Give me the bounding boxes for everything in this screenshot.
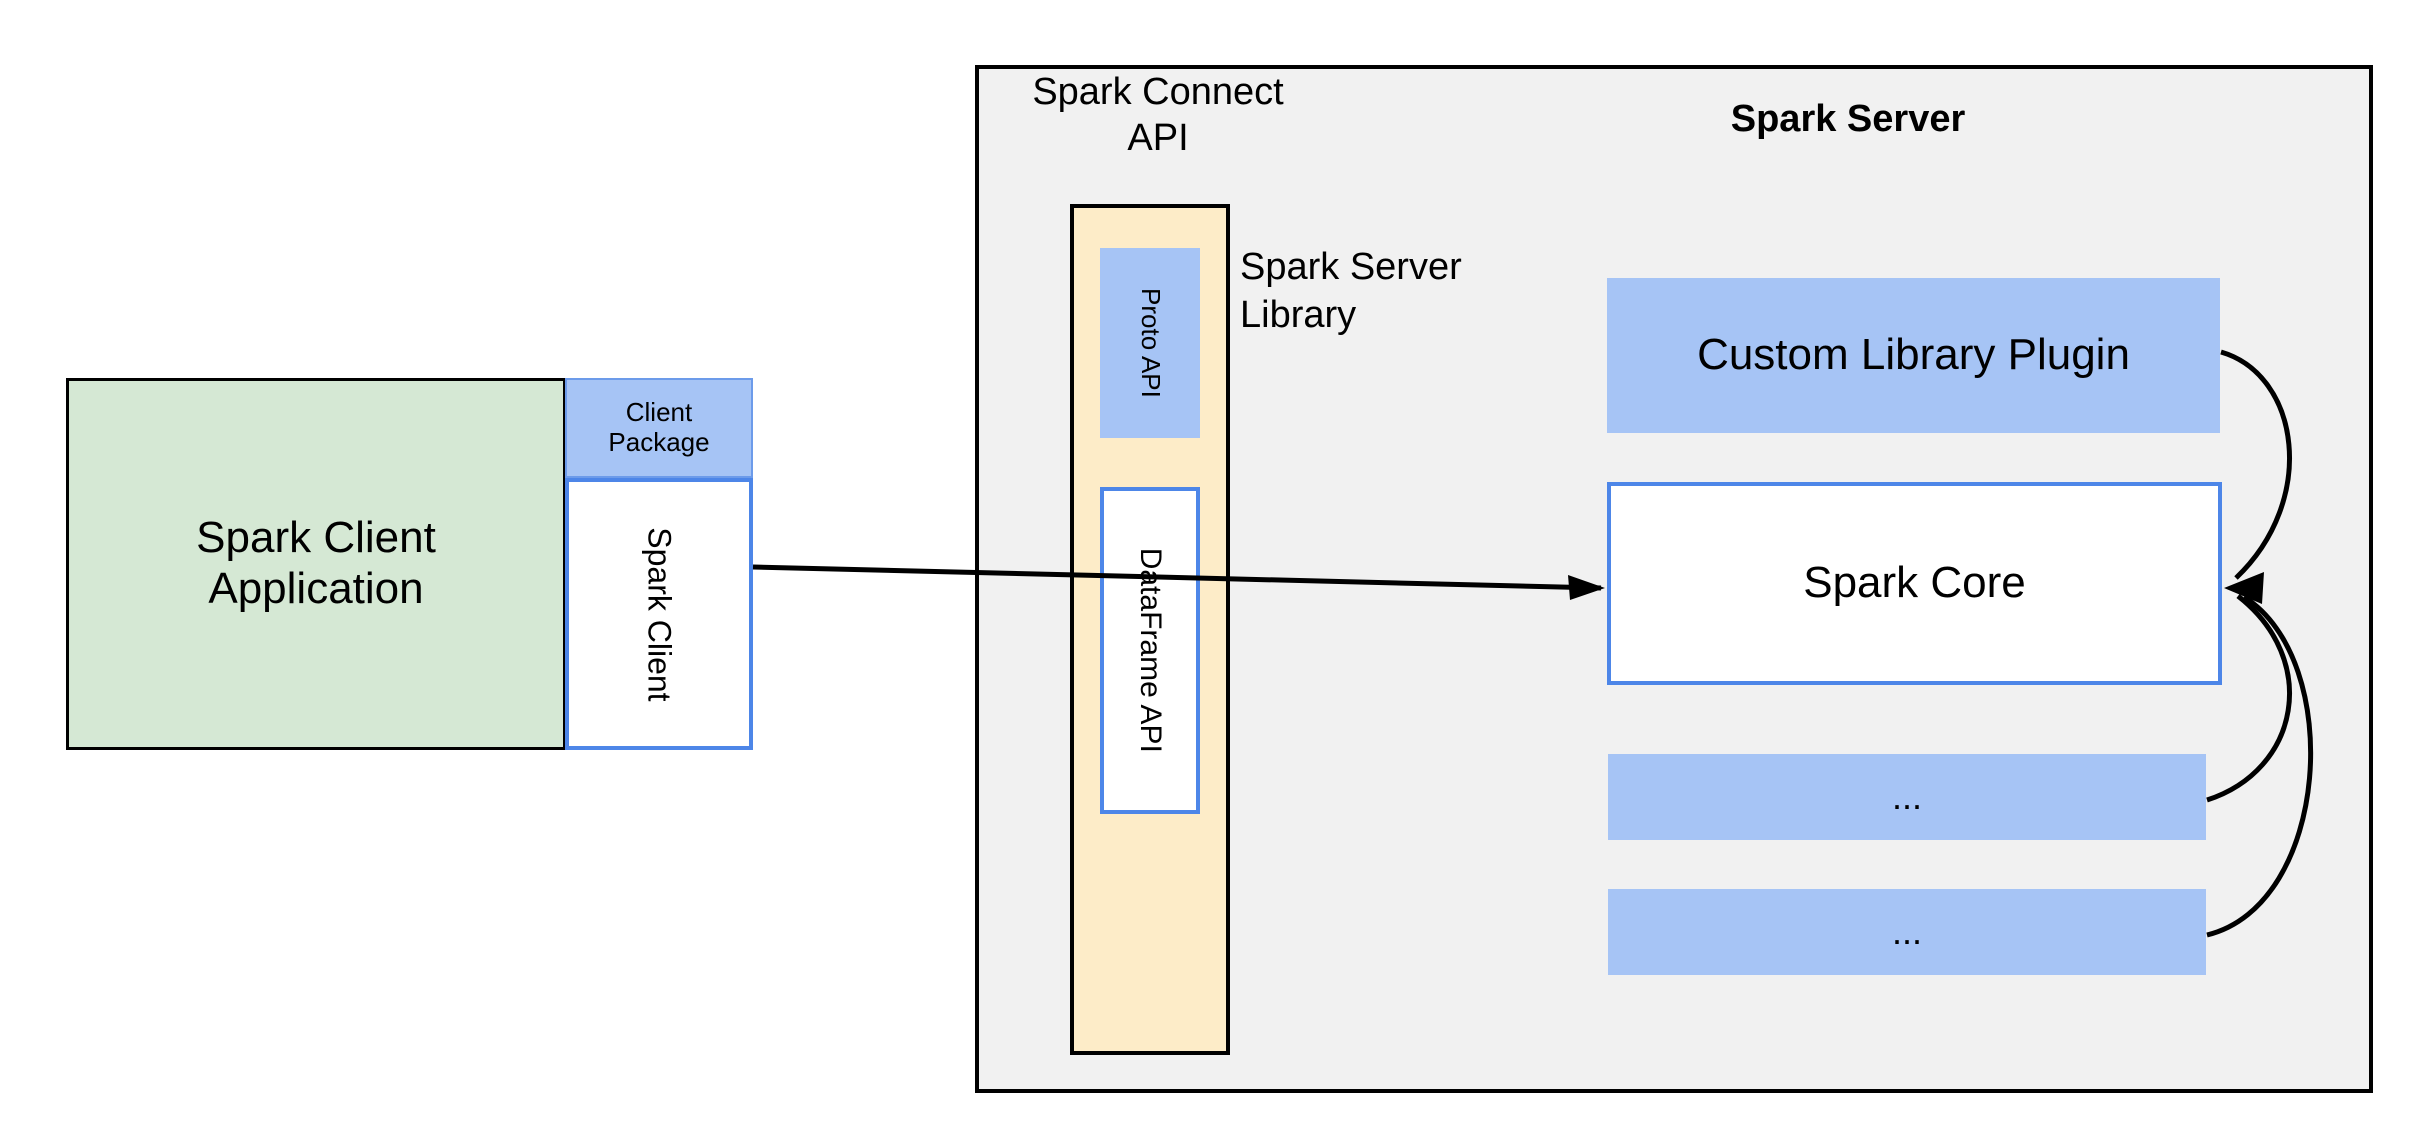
server-component-ellipsis-1-label: ... <box>1891 776 1922 818</box>
custom-library-plugin-box: Custom Library Plugin <box>1607 278 2220 433</box>
spark-server-title: Spark Server <box>1730 98 1966 141</box>
dataframe-api-label: DataFrame API <box>1134 547 1168 754</box>
spark-core-label: Spark Core <box>1803 558 2026 608</box>
client-package-label: Client Package <box>608 397 710 458</box>
spark-connect-api-label: Spark Connect API <box>1013 68 1303 159</box>
server-component-ellipsis-2: ... <box>1608 889 2206 975</box>
server-component-ellipsis-1: ... <box>1608 754 2206 840</box>
spark-connect-api-label-line1: Spark Connect <box>1032 71 1284 113</box>
spark-server-library-label-line2: Library <box>1240 293 1357 336</box>
spark-server-library-label: Spark Server Library <box>1240 244 1540 340</box>
proto-api-label: Proto API <box>1135 288 1166 398</box>
server-component-ellipsis-2-label: ... <box>1891 911 1922 953</box>
spark-client-box: Spark Client <box>565 478 753 750</box>
spark-client-application-label-line2: Application <box>208 564 424 613</box>
dataframe-api-box: DataFrame API <box>1100 487 1200 814</box>
custom-library-plugin-label: Custom Library Plugin <box>1697 330 2130 380</box>
client-package-label-line2: Package <box>608 427 710 457</box>
spark-connect-api-label-line2: API <box>1127 116 1189 159</box>
proto-api-box: Proto API <box>1100 248 1200 438</box>
spark-client-application-label-line1: Spark Client <box>196 513 436 563</box>
spark-core-box: Spark Core <box>1607 482 2222 685</box>
spark-server-library-label-line1: Spark Server <box>1240 246 1462 288</box>
spark-client-label: Spark Client <box>641 526 678 702</box>
spark-client-application-box: Spark Client Application <box>66 378 566 750</box>
client-package-label-line1: Client <box>625 397 693 428</box>
spark-client-application-label: Spark Client Application <box>186 513 446 614</box>
client-package-box: Client Package <box>565 378 753 478</box>
